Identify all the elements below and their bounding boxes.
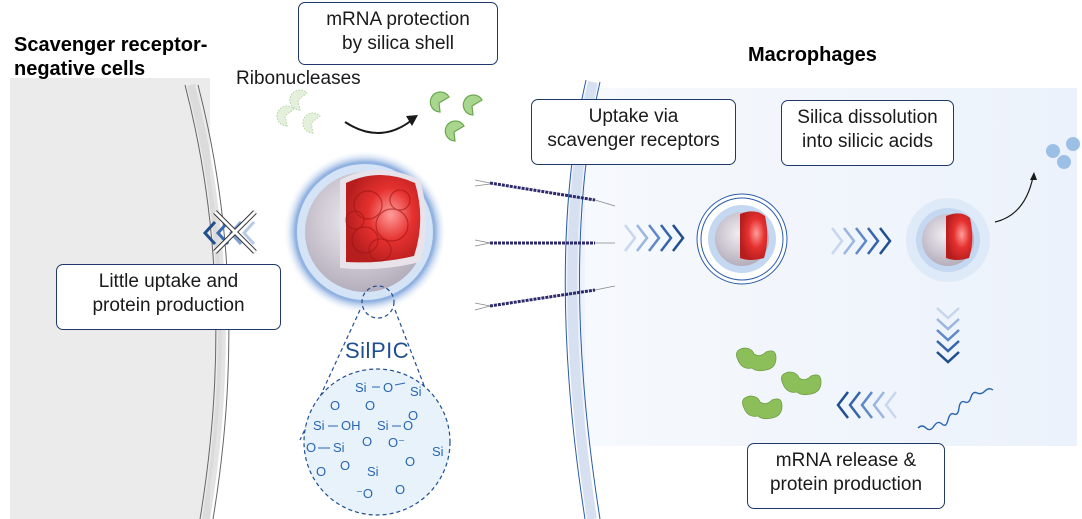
heading-line: Scavenger receptor- [14,34,208,56]
svg-text:Si: Si [410,384,422,399]
svg-text:O: O [306,440,316,455]
dissolution-chevrons [831,227,892,255]
silica-structure-diagram: Si O Si O O O Si OH Si O O O⁻ O Si Si O … [303,368,451,516]
scavenger-receptors [489,181,596,308]
silicic-acid-arrow [994,176,1034,223]
svg-text:Si: Si [355,380,367,395]
receptor-tails [474,179,616,311]
uptake-chevrons [624,224,685,252]
svg-text:OH: OH [341,418,361,433]
svg-text:O: O [403,418,413,433]
uptake-box: Uptake via scavenger receptors [531,99,736,165]
ribonucleases-label: Ribonucleases [236,68,361,89]
mrna-strand [917,388,994,431]
ribonucleases-active-icon [429,91,483,142]
arrow-head [406,115,418,126]
svg-text:Si: Si [367,464,379,479]
svg-text:Si: Si [377,418,389,433]
box-text: protein production [92,295,245,316]
translation-chevrons [836,391,897,419]
svg-text:O: O [340,458,350,473]
svg-text:O: O [408,408,418,423]
svg-text:O: O [405,454,415,469]
release-box: mRNA release & protein production [747,443,945,509]
box-text: protein production [769,474,923,495]
box-text: mRNA release & [775,450,917,471]
silpic-label: SilPIC [345,338,410,363]
box-text: Silica dissolution [797,107,938,128]
box-text: scavenger receptors [547,130,720,151]
silpic-particle [283,150,447,314]
protection-box: mRNA protection by silica shell [298,2,498,65]
svg-text:Si: Si [333,440,345,455]
svg-text:O: O [330,398,340,413]
heading-line: negative cells [14,58,146,80]
dissolution-box: Silica dissolution into silicic acids [781,100,954,166]
box-text: Uptake via [588,106,679,127]
release-chevrons [936,307,960,364]
box-text: into silicic acids [802,131,933,152]
box-text: by silica shell [342,33,454,54]
scavenger-negative-heading: Scavenger receptor- negative cells [14,33,207,81]
svg-text:O⁻: O⁻ [388,435,405,450]
box-text: mRNA protection [326,9,470,30]
svg-text:Si: Si [432,444,444,459]
svg-text:⁻O: ⁻O [356,486,373,501]
ribonuclease-arrow [344,119,413,134]
box-text: Little uptake and [98,271,239,292]
macrophages-heading: Macrophages [748,44,877,66]
svg-text:O: O [316,464,326,479]
arrow-head [1030,172,1037,180]
silicic-acid-dots [1046,137,1080,169]
little-uptake-box: Little uptake and protein production [56,264,281,330]
svg-text:O: O [395,482,405,497]
endosome-particle [696,193,788,285]
dissolving-particle [906,198,990,282]
ribonucleases-inactive-icon [276,89,321,134]
svg-text:O: O [383,380,393,395]
blocked-uptake-icon [202,210,257,254]
svg-text:Si: Si [313,418,325,433]
svg-text:O: O [362,434,372,449]
protein-icon [736,347,822,420]
svg-text:O: O [365,398,375,413]
